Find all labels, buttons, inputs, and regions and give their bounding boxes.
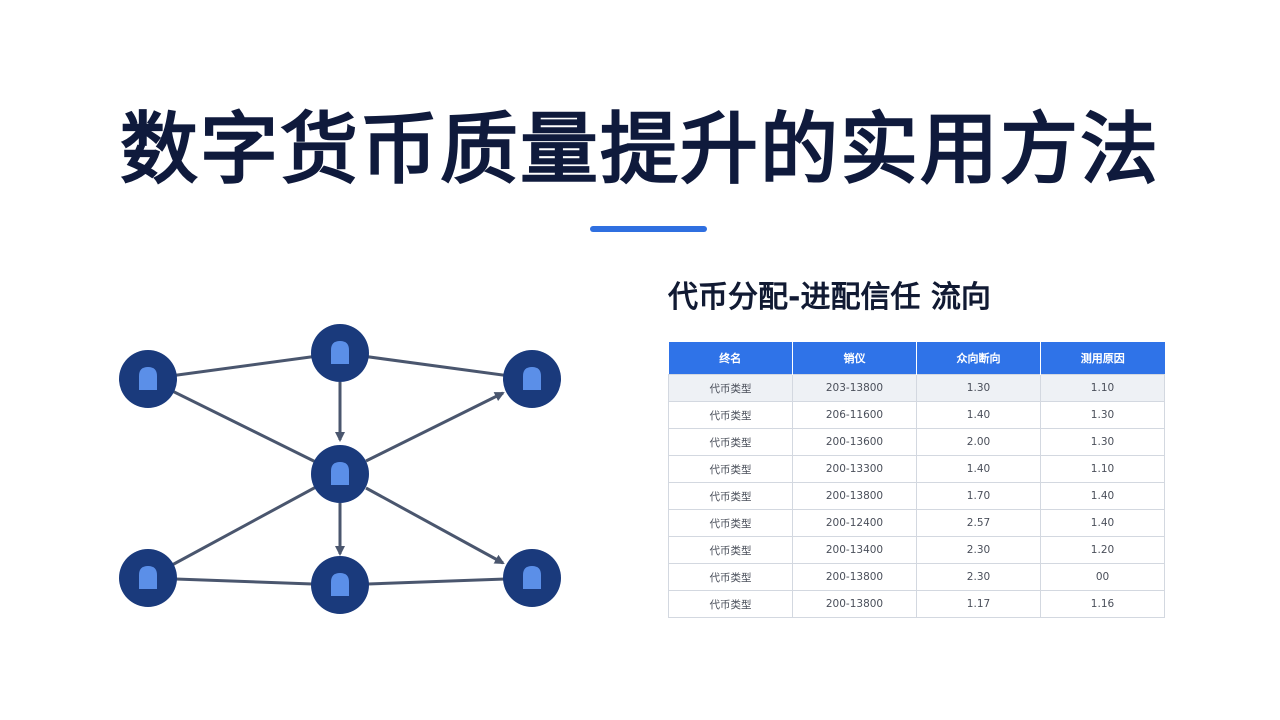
edge-n1-n2 [147,351,341,381]
table-row: 代币类型 206-11600 1.40 1.30 [668,401,1165,429]
node-n5 [119,549,177,607]
edge-n2-n3 [339,351,533,381]
table-cell: 代币类型 [668,563,793,591]
edge-n1-n4 [147,377,341,476]
edge-n4-n3-arrow [365,391,505,463]
diagram-nodes [119,324,561,614]
table-header-row: 终名 销仪 众向断向 测用原因 [668,342,1165,375]
table-row: 代币类型 200-13800 1.17 1.16 [668,590,1165,618]
table-cell: 代币类型 [668,590,793,618]
node-n7 [503,549,561,607]
document-icon [523,367,541,390]
table-cell: 代币类型 [668,509,793,537]
table-cell: 1.30 [1040,401,1165,429]
node-n4 [311,445,369,503]
page-title: 数字货币质量提升的实用方法 [119,105,1160,195]
table-cell: 1.40 [1040,509,1165,537]
table-cell: 200-13300 [792,455,917,483]
table-cell: 1.40 [1040,482,1165,510]
table-cell: 200-13800 [792,482,917,510]
table-cell: 1.40 [916,401,1041,429]
table-cell: 206-11600 [792,401,917,429]
edge-n4-n7-arrow [365,486,505,565]
node-n6 [311,556,369,614]
document-icon [139,367,157,390]
column-header: 测用原因 [1040,342,1165,375]
table-cell: 1.10 [1040,374,1165,402]
table-cell: 2.30 [916,563,1041,591]
column-header: 终名 [668,342,793,375]
diagram-edges [147,351,533,587]
table-cell: 代币类型 [668,428,793,456]
table-cell: 代币类型 [668,401,793,429]
table-cell: 1.40 [916,455,1041,483]
table-cell: 代币类型 [668,536,793,564]
document-icon [331,573,349,596]
data-table: 终名 销仪 众向断向 测用原因 代币类型 203-13800 1.30 1.10… [668,342,1165,618]
table-cell: 203-13800 [792,374,917,402]
table-cell: 1.30 [1040,428,1165,456]
document-icon [139,566,157,589]
table-row: 代币类型 200-13800 2.30 00 [668,563,1165,591]
table-cell: 1.10 [1040,455,1165,483]
table-cell: 2.00 [916,428,1041,456]
table-cell: 200-13800 [792,563,917,591]
table-cell: 200-13600 [792,428,917,456]
document-icon [523,566,541,589]
table-row: 代币类型 200-13800 1.70 1.40 [668,482,1165,510]
table-cell: 1.16 [1040,590,1165,618]
column-header: 销仪 [792,342,917,375]
table-row: 代币类型 203-13800 1.30 1.10 [668,374,1165,402]
table-cell: 代币类型 [668,455,793,483]
title-underline [590,226,707,232]
table-cell: 1.70 [916,482,1041,510]
table-cell: 1.20 [1040,536,1165,564]
table-row: 代币类型 200-13400 2.30 1.20 [668,536,1165,564]
table-row: 代币类型 200-13300 1.40 1.10 [668,455,1165,483]
table-row: 代币类型 200-12400 2.57 1.40 [668,509,1165,537]
node-n1 [119,350,177,408]
table-cell: 1.30 [916,374,1041,402]
document-icon [331,462,349,485]
column-header: 众向断向 [916,342,1041,375]
node-n2 [311,324,369,382]
table-cell: 代币类型 [668,482,793,510]
network-diagram [119,324,561,614]
table-cell: 代币类型 [668,374,793,402]
table-cell: 200-13400 [792,536,917,564]
table-cell: 00 [1040,563,1165,591]
edge-n6-n7 [339,576,533,587]
table-cell: 200-13800 [792,590,917,618]
table-cell: 200-12400 [792,509,917,537]
table-cell: 2.57 [916,509,1041,537]
table-title: 代币分配-进配信任 流向 [668,280,991,315]
table-row: 代币类型 200-13600 2.00 1.30 [668,428,1165,456]
edge-n4-n5 [147,472,341,580]
document-icon [331,341,349,364]
table-cell: 2.30 [916,536,1041,564]
node-n3 [503,350,561,408]
edge-n5-n6 [147,576,341,587]
table-cell: 1.17 [916,590,1041,618]
